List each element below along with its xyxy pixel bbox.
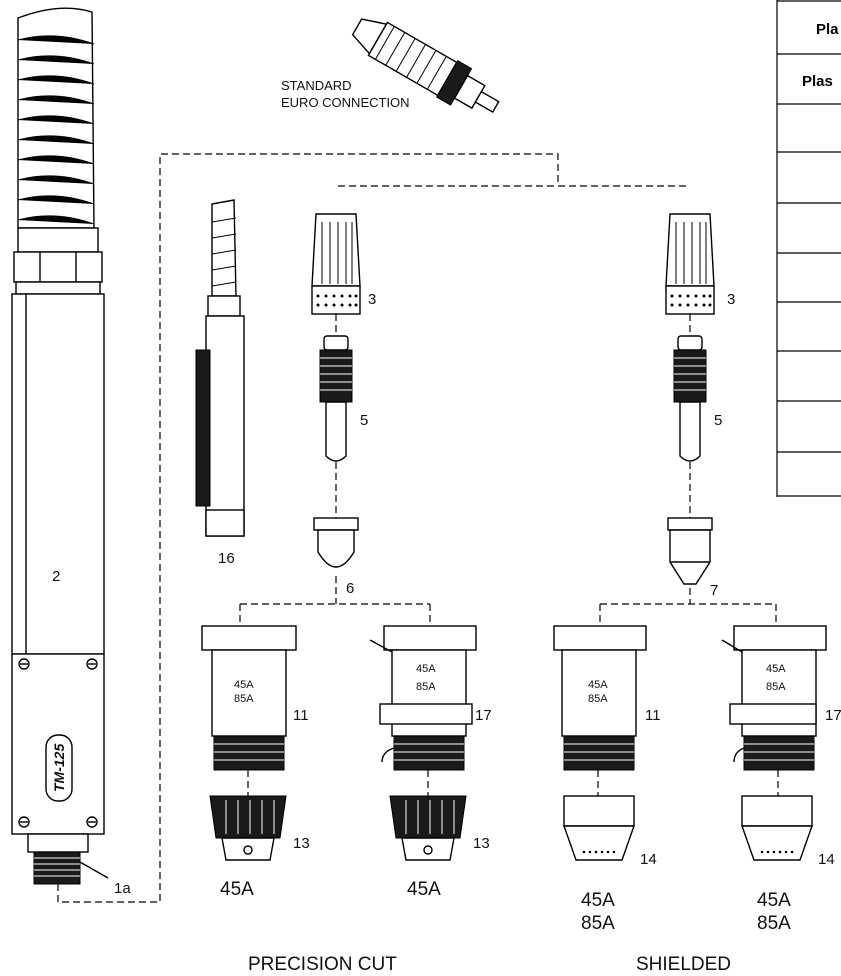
cup-c-rating-1: 45A — [588, 679, 608, 691]
shield-d-label: 14 — [818, 851, 835, 868]
tip-pointed — [667, 517, 713, 585]
euro-connector-image — [351, 18, 500, 114]
electrode-left — [319, 335, 353, 462]
amp-label-b: 45A — [407, 879, 441, 900]
deflector-b-label: 13 — [473, 835, 490, 852]
section-precision-cut: PRECISION CUT — [248, 954, 397, 975]
deflector-a-label: 13 — [293, 835, 310, 852]
deflector-b — [389, 795, 467, 861]
link-tip-cups-right — [599, 588, 777, 626]
cup-a-rating-2: 85A — [234, 693, 254, 705]
amp-label-d2: 85A — [757, 913, 791, 934]
amp-label-a: 45A — [220, 879, 254, 900]
cup-b-rating-1: 45A — [416, 663, 436, 675]
cup-b-rating-2: 85A — [416, 681, 436, 693]
cup-a: 45A 85A — [201, 625, 297, 771]
shield-d — [741, 795, 813, 861]
tip-rounded — [313, 517, 359, 568]
shield-c-label: 14 — [640, 851, 657, 868]
torch-model-label: TM-125 — [51, 744, 67, 792]
torch-body-label: 2 — [52, 568, 60, 585]
cap-right-label: 3 — [727, 291, 735, 308]
cup-d-rating-2: 85A — [766, 681, 786, 693]
amp-label-c1: 45A — [581, 890, 615, 911]
tip-pointed-label: 7 — [710, 582, 718, 599]
table-header-2: Plas — [802, 73, 833, 90]
cup-d-rating-1: 45A — [766, 663, 786, 675]
table-header-1: Pla — [816, 21, 839, 38]
tip-rounded-label: 6 — [346, 580, 354, 597]
section-shielded: SHIELDED — [636, 954, 731, 975]
torch-fitting: 1a — [27, 833, 131, 897]
connector-caption-line2: EURO CONNECTION — [281, 95, 410, 110]
parts-table: Pla Plas — [776, 0, 841, 497]
cup-c-label: 11 — [645, 707, 661, 724]
cap-left-label: 3 — [368, 291, 376, 308]
connection-line-main — [57, 153, 559, 903]
alt-torch-image — [195, 199, 245, 537]
fitting-label: 1a — [114, 880, 131, 897]
retaining-cap-right — [665, 213, 715, 315]
cup-a-rating-1: 45A — [234, 679, 254, 691]
torch-assembly: TM-125 2 1a — [11, 7, 131, 897]
connector-caption-line1: STANDARD — [281, 78, 352, 93]
electrode-left-label: 5 — [360, 412, 368, 429]
link-tip-cups-left — [239, 576, 431, 626]
alt-torch-label: 16 — [218, 550, 235, 567]
amp-label-d1: 45A — [757, 890, 791, 911]
torch-hex-nut — [13, 227, 103, 295]
retaining-cap-left — [311, 213, 361, 315]
cup-a-label: 11 — [293, 707, 309, 724]
cup-b: 45A 85A — [369, 625, 477, 771]
torch-hose-spring — [17, 7, 95, 229]
cup-b-label: 17 — [475, 707, 492, 724]
electrode-right — [673, 335, 707, 462]
cup-c-rating-2: 85A — [588, 693, 608, 705]
cup-d: 45A 85A — [721, 625, 827, 771]
electrode-right-label: 5 — [714, 412, 722, 429]
deflector-a — [209, 795, 287, 861]
cup-d-label: 17 — [825, 707, 841, 724]
torch-body: TM-125 2 — [11, 293, 105, 835]
cup-c: 45A 85A — [553, 625, 647, 771]
shield-c — [563, 795, 635, 861]
amp-label-c2: 85A — [581, 913, 615, 934]
